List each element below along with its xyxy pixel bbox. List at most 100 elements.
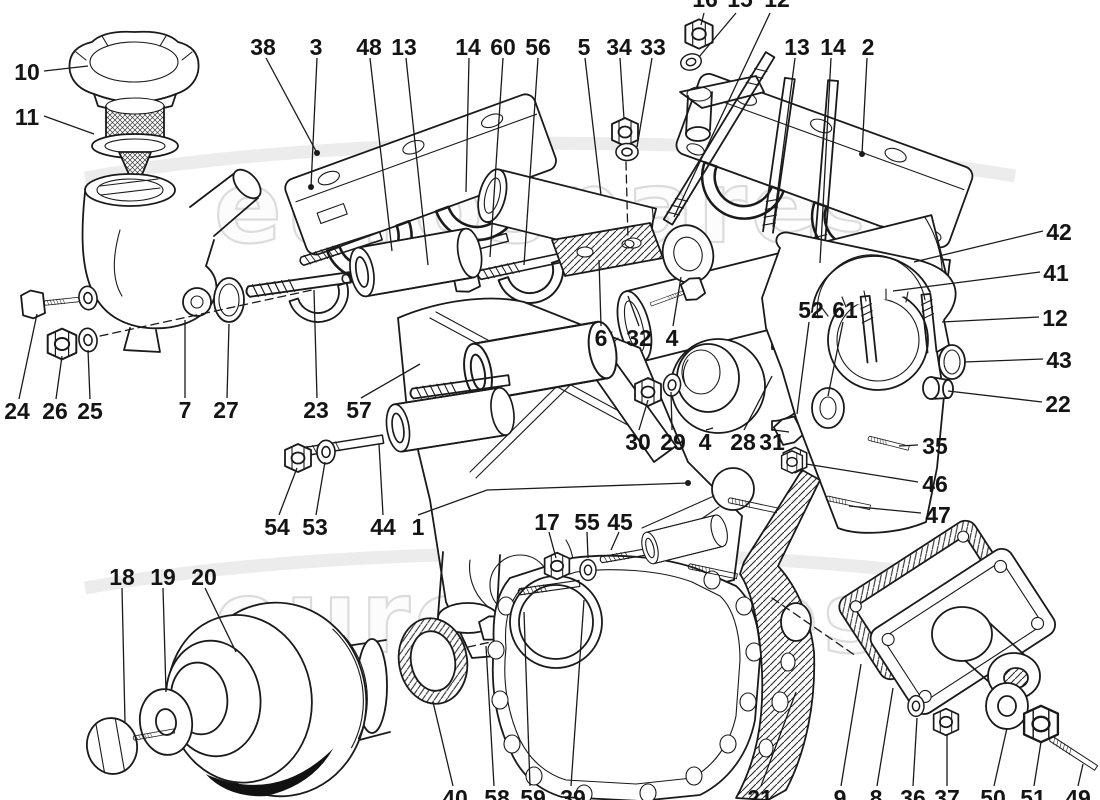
leader-line-21 [760,691,797,787]
nut-17 [543,551,571,581]
callout-label-33: 33 [640,34,666,60]
nut-54 [284,443,312,473]
callout-label-4: 4 [666,325,679,351]
callout-label-51: 51 [1020,785,1046,800]
leader-line-15 [698,12,737,58]
callout-label-10: 10 [14,59,40,85]
bolt-24 [20,289,90,320]
pulley-washer-19 [138,688,194,756]
callout-label-57: 57 [346,397,372,423]
assembly-axis-dashed [99,289,313,337]
callout-label-53: 53 [302,514,328,540]
leader-line-6 [598,259,602,327]
leader-line-33 [636,57,653,148]
leader-line-49 [1077,763,1084,787]
leader-line-39 [570,599,585,787]
chest-port [811,387,845,429]
leader-line-36 [912,717,918,787]
ball-end [711,467,755,511]
leader-dot-2 [859,151,865,157]
crank-seal-40 [397,617,469,705]
leader-line-16 [700,12,705,26]
callout-label-7: 7 [179,397,192,423]
blanking-plate-assembly [838,519,1099,772]
callout-label-21: 21 [747,785,773,800]
leader-dot-38 [314,150,320,156]
leader-line-47 [848,505,922,514]
leader-line-13 [772,57,796,228]
callout-label-46: 46 [922,471,948,497]
leader-line-31 [773,429,790,433]
callout-label-40: 40 [442,785,468,800]
leader-line-45 [610,531,620,551]
callout-label-50: 50 [980,785,1006,800]
leader-line-22 [947,390,1043,403]
callout-label-39: 39 [560,785,586,800]
leader-line-57 [360,363,421,399]
leader-line-61 [827,321,844,397]
callout-label-59: 59 [520,785,546,800]
callout-label-16: 16 [692,0,718,12]
leader-line-12 [673,12,771,218]
callout-label-36: 36 [900,785,926,800]
leader-line-44 [378,443,384,516]
callout-label-8: 8 [870,785,883,800]
callout-label-26: 26 [42,398,68,424]
leader-line-5 [584,57,602,196]
washer-53 [316,439,336,465]
leader-line-3 [310,57,318,188]
leader-dot-3 [308,184,314,190]
nut-37 [932,707,960,737]
leader-line-54 [278,467,298,516]
callout-label-30: 30 [625,429,651,455]
callout-label-14: 14 [820,34,846,60]
leader-line-1 [417,482,689,516]
callout-label-60: 60 [490,34,516,60]
leader-line-4 [705,427,714,431]
callout-label-49: 49 [1065,785,1091,800]
strainer-cone [118,151,152,191]
leader-line-58 [485,645,495,787]
tensioner-dome [634,338,845,446]
callout-label-6: 6 [595,325,608,351]
callout-label-14: 14 [455,34,481,60]
cover-gasket-6 [551,222,664,277]
leader-line-17 [548,531,557,559]
leader-line-59 [523,611,531,787]
callout-label-20: 20 [191,564,217,590]
washer-33 [615,142,639,162]
callout-label-5: 5 [578,34,591,60]
leader-line-53 [315,461,326,516]
leader-line-50 [993,727,1008,787]
timing-chest-61 [761,231,966,534]
callout-label-27: 27 [213,397,239,423]
washer-50 [985,682,1029,730]
stud-12r-b [920,292,938,354]
leader-line-26 [55,355,63,400]
stud-12r-a [859,294,878,364]
callout-label-19: 19 [150,564,176,590]
leader-line-14 [819,57,832,264]
leader-line-42 [913,230,1044,263]
nut-16 [684,18,714,50]
leader-line-25 [87,349,91,400]
callout-label-24: 24 [4,398,30,424]
line-art [20,18,1099,800]
leader-line-35 [898,444,919,447]
leader-line-55 [586,531,589,559]
leader-line-11 [43,115,95,135]
lower-cover-gasket-21 [687,450,857,800]
callout-label-56: 56 [525,34,551,60]
stud-13b [762,76,796,234]
callout-label-45: 45 [607,509,633,535]
callout-label-54: 54 [264,514,290,540]
leader-line-23 [313,289,318,399]
callout-label-23: 23 [303,397,329,423]
callout-label-31: 31 [759,429,785,455]
callout-label-55: 55 [574,509,600,535]
pulley-bolt-18 [86,717,176,775]
callout-label-38: 38 [250,34,276,60]
callout-label-34: 34 [606,34,632,60]
seal-ring-41 [811,255,931,313]
